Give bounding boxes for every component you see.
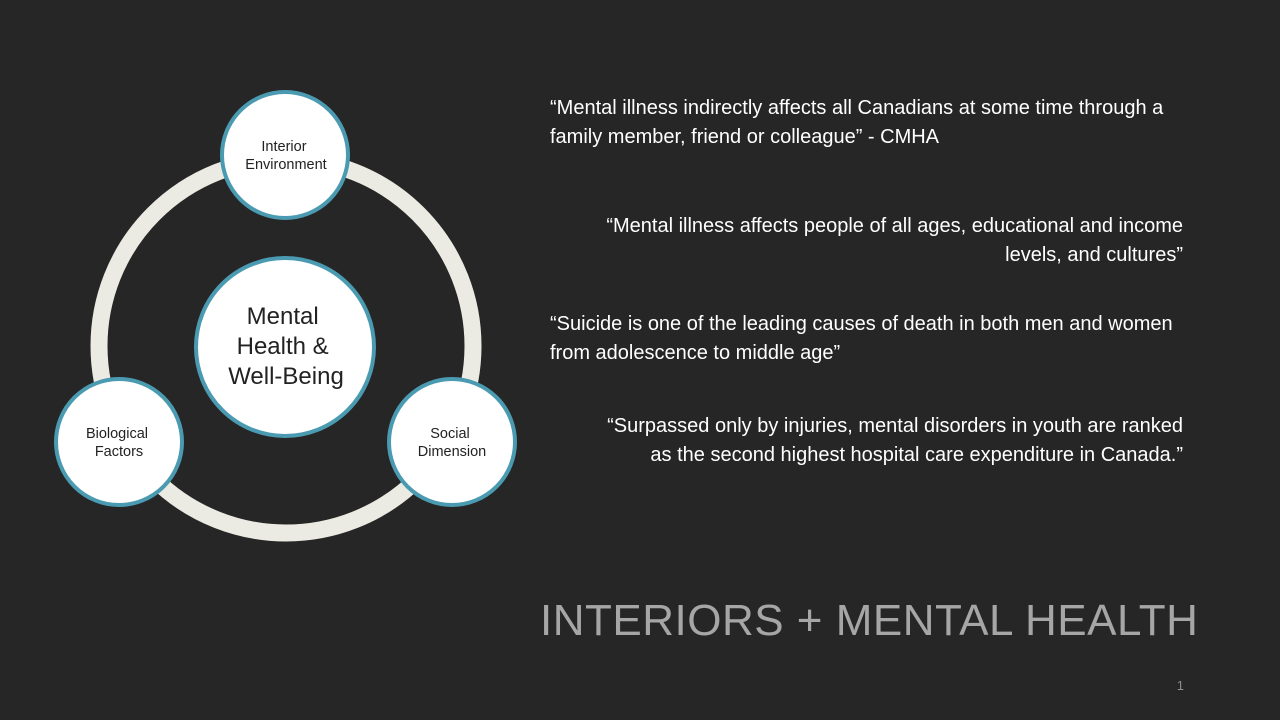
center-node: Mental Health & Well-Being: [194, 256, 376, 438]
quote-suicide: “Suicide is one of the leading causes of…: [550, 313, 1173, 364]
page-number: 1: [1176, 678, 1184, 693]
quote-all-ages: “Mental illness affects people of all ag…: [606, 215, 1183, 266]
biological-factors-node: Biological Factors: [54, 377, 184, 507]
interior-line-1: Interior: [261, 139, 306, 155]
interior-environment-label: Interior Environment: [245, 139, 326, 173]
center-node-circle: [194, 256, 376, 438]
social-line-1: Social: [430, 426, 470, 442]
center-line-1: Mental: [247, 303, 319, 330]
social-dimension-node: Social Dimension: [387, 377, 517, 507]
center-node-label: Mental Health & Well-Being: [228, 303, 344, 390]
biological-line-1: Biological: [86, 426, 148, 442]
interior-environment-node: Interior Environment: [220, 90, 350, 220]
interior-environment-circle: [220, 90, 350, 220]
biological-line-2: Factors: [95, 444, 143, 460]
mental-health-cycle-diagram: Mental Health & Well-Being Interior Envi…: [54, 90, 517, 542]
social-dimension-circle: [387, 377, 517, 507]
quote-cmha: “Mental illness indirectly affects all C…: [550, 97, 1164, 148]
social-line-2: Dimension: [418, 444, 487, 460]
interior-line-2: Environment: [245, 157, 326, 173]
center-line-2: Health &: [237, 333, 329, 360]
quote-youth-expenditure: “Surpassed only by injuries, mental diso…: [607, 415, 1183, 466]
slide-title: INTERIORS + MENTAL HEALTH: [540, 596, 1199, 645]
biological-factors-label: Biological Factors: [86, 426, 152, 460]
biological-factors-circle: [54, 377, 184, 507]
center-line-3: Well-Being: [228, 363, 344, 390]
social-dimension-label: Social Dimension: [418, 426, 487, 460]
